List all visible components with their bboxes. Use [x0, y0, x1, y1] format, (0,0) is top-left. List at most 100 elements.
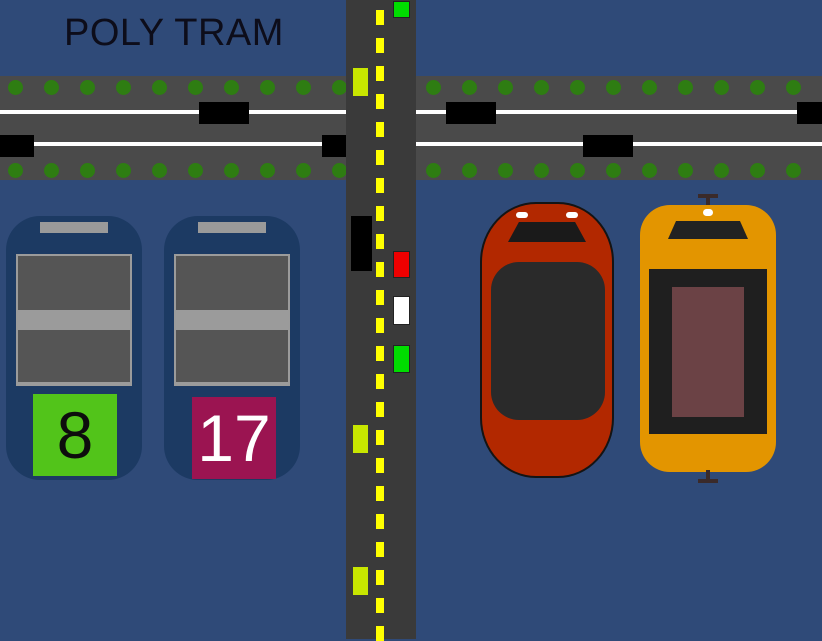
track-vehicle [797, 102, 822, 124]
tram-card-slot [40, 222, 108, 233]
lane-dash [376, 234, 384, 249]
hedge-bush [462, 80, 477, 95]
track-vehicle [446, 102, 496, 124]
hedge-bush [80, 163, 95, 178]
lane-dash [376, 318, 384, 333]
signal-light-red[interactable] [393, 251, 410, 278]
hedge-bush [642, 80, 657, 95]
track-vehicle [199, 102, 249, 124]
lane-dash [376, 458, 384, 473]
hedge-bush [750, 163, 765, 178]
line-number-badge: 17 [192, 397, 276, 479]
hedge-bush [296, 80, 311, 95]
pantograph-foot [698, 194, 718, 198]
road-marker [353, 567, 368, 595]
hedge-bush [152, 163, 167, 178]
lane-dash [376, 598, 384, 613]
road-marker [353, 425, 368, 453]
red-tram[interactable] [480, 202, 614, 478]
lane-dash [376, 430, 384, 445]
tram-window-frame [174, 254, 290, 386]
tram-window-frame [16, 254, 132, 386]
hedge-bush [260, 80, 275, 95]
hedge-bush [8, 163, 23, 178]
track-vehicle [583, 135, 633, 157]
lane-dash [376, 346, 384, 361]
hedge-bush [116, 80, 131, 95]
hedge-bush [80, 80, 95, 95]
hedge-bush [678, 80, 693, 95]
hedge-bush [534, 163, 549, 178]
tram-body-panel [491, 262, 605, 420]
lane-dash [376, 402, 384, 417]
line-number-badge: 8 [33, 394, 117, 476]
lane-dash [376, 290, 384, 305]
hedge-bush [570, 80, 585, 95]
hedge-bush [714, 163, 729, 178]
tram-window-pane [176, 330, 288, 382]
hedge-bush [188, 163, 203, 178]
lane-dash [376, 374, 384, 389]
hedge-bush [534, 80, 549, 95]
hedge-bush [678, 163, 693, 178]
pantograph-foot [698, 479, 718, 483]
signal-light-green[interactable] [393, 345, 410, 373]
hedge-bush [188, 80, 203, 95]
hedge-bush [642, 163, 657, 178]
hedge-bush [606, 163, 621, 178]
lane-dash [376, 66, 384, 81]
lane-dash [376, 486, 384, 501]
headlight [516, 212, 528, 218]
hedge-bush [8, 80, 23, 95]
lane-dash [376, 10, 384, 25]
tram-body-frame [649, 269, 767, 434]
pantograph-pole [706, 470, 710, 482]
lane-dash [376, 150, 384, 165]
road-marker [353, 68, 368, 96]
hedge-bush [332, 163, 347, 178]
signal-light-green[interactable] [393, 1, 410, 18]
lane-dash [376, 626, 384, 641]
hedge-bush [570, 163, 585, 178]
tram-window-pane [176, 256, 288, 310]
hedge-bush [426, 163, 441, 178]
lane-dash [376, 122, 384, 137]
hedge-bush [750, 80, 765, 95]
tram-card-line-8[interactable]: 8 [6, 216, 142, 480]
hedge-bush [296, 163, 311, 178]
lane-dash [376, 570, 384, 585]
hedge-bush [426, 80, 441, 95]
track-vehicle [322, 135, 352, 157]
yellow-tram[interactable] [640, 205, 776, 472]
hedge-bush [606, 80, 621, 95]
headlight [703, 209, 713, 216]
tram-roof [668, 221, 748, 239]
hedge-bush [224, 163, 239, 178]
lane-dash [376, 542, 384, 557]
tram-window-pane [18, 330, 130, 382]
pantograph-pole [706, 194, 710, 206]
game-title: POLY TRAM [64, 12, 284, 54]
track-vehicle [0, 135, 34, 157]
hedge-bush [332, 80, 347, 95]
hedge-bush [260, 163, 275, 178]
hedge-bush [498, 163, 513, 178]
tram-roof [508, 222, 586, 242]
lane-dash [376, 178, 384, 193]
tram-window-pane [18, 256, 130, 310]
hedge-bottom [0, 160, 822, 182]
headlight [566, 212, 578, 218]
hedge-bush [786, 163, 801, 178]
road-vehicle [351, 216, 372, 271]
tram-card-line-17[interactable]: 17 [164, 216, 300, 480]
hedge-bush [116, 163, 131, 178]
hedge-bush [786, 80, 801, 95]
signal-light-white[interactable] [393, 296, 410, 325]
hedge-bush [44, 163, 59, 178]
hedge-bush [152, 80, 167, 95]
hedge-bush [714, 80, 729, 95]
lane-dash [376, 514, 384, 529]
lane-dash [376, 94, 384, 109]
hedge-bush [462, 163, 477, 178]
tram-card-slot [198, 222, 266, 233]
